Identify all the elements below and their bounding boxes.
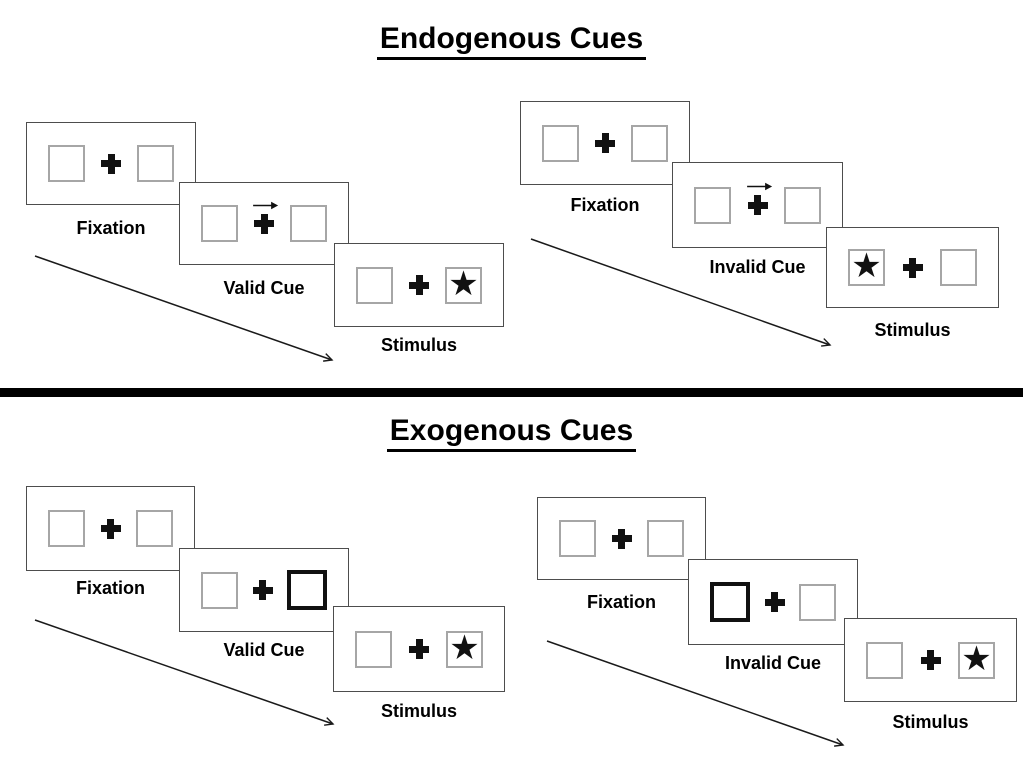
fixation-cross-icon <box>254 213 274 234</box>
stimulus-label: Stimulus <box>380 335 457 355</box>
placeholder-box-right <box>137 145 174 182</box>
endogenous-invalid-cue-panel <box>672 162 843 248</box>
placeholder-box-right <box>799 583 836 621</box>
panel-center <box>253 201 279 234</box>
placeholder-box-left <box>559 520 596 557</box>
placeholder-box-left <box>866 641 903 679</box>
fixation-cross-icon <box>252 580 273 600</box>
fixation-cross-icon <box>595 133 615 153</box>
panel-center <box>764 592 785 612</box>
endogenous-invalid-timeline-arrow <box>530 238 832 347</box>
placeholder-box-right <box>647 520 684 557</box>
cue-highlight-box-left <box>710 582 750 622</box>
placeholder-box-right <box>631 124 668 162</box>
fixation-cross-icon <box>100 518 121 539</box>
fixation-label: Fixation <box>76 218 146 238</box>
cue-right-arrow-icon <box>746 182 772 191</box>
fixation-cross-icon <box>764 592 785 612</box>
panel-center <box>595 133 615 153</box>
fixation-label: Fixation <box>570 195 640 215</box>
placeholder-box-left <box>694 186 731 224</box>
exogenous-invalid-cue-panel <box>688 559 858 645</box>
endogenous-valid-timeline-arrow <box>34 255 334 362</box>
endogenous-valid-stimulus-panel: ★ <box>334 243 504 327</box>
exogenous-valid-timeline-arrow <box>34 619 335 726</box>
target-box-right: ★ <box>445 263 482 304</box>
placeholder-box-right <box>784 186 821 224</box>
exogenous-valid-fixation-panel <box>26 486 195 571</box>
endogenous-title-text: Endogenous Cues <box>376 22 647 60</box>
fixation-cross-icon <box>101 153 121 174</box>
invalid-cue-label: Invalid Cue <box>724 653 822 673</box>
invalid-cue-label: Invalid Cue <box>709 257 806 277</box>
fixation-cross-icon <box>747 195 768 215</box>
endogenous-valid-fixation-panel <box>26 122 196 205</box>
stimulus-label: Stimulus <box>892 712 969 732</box>
panel-center <box>101 153 121 174</box>
stimulus-label: Stimulus <box>380 701 457 721</box>
fixation-label: Fixation <box>586 592 656 612</box>
exogenous-valid-stimulus-panel: ★ <box>333 606 505 692</box>
star-icon: ★ <box>448 263 479 304</box>
endogenous-valid-cue-panel <box>179 182 349 265</box>
panel-center <box>746 182 772 215</box>
exogenous-invalid-fixation-panel <box>537 497 706 580</box>
placeholder-box-right <box>940 249 977 286</box>
cue-highlight-box-right <box>287 570 327 610</box>
exogenous-valid-cue-panel <box>179 548 349 632</box>
fixation-cross-icon <box>611 528 632 549</box>
panel-center <box>409 275 429 295</box>
fixation-cross-icon <box>409 639 429 659</box>
fixation-cross-icon <box>409 275 429 295</box>
placeholder-box-left <box>48 145 85 182</box>
fixation-cross-icon <box>902 257 923 278</box>
panel-center <box>252 580 273 600</box>
valid-cue-label: Valid Cue <box>223 640 305 660</box>
valid-cue-label: Valid Cue <box>223 278 305 298</box>
target-box-left: ★ <box>848 249 885 286</box>
fixation-cross-icon <box>920 650 941 670</box>
exogenous-section-title: Exogenous Cues <box>0 414 1023 452</box>
endogenous-invalid-fixation-panel <box>520 101 690 185</box>
placeholder-box-left <box>542 124 579 162</box>
placeholder-box-left <box>48 510 85 547</box>
target-box-right: ★ <box>958 638 995 679</box>
star-icon: ★ <box>961 638 992 679</box>
stimulus-label: Stimulus <box>874 320 951 340</box>
panel-center <box>409 639 429 659</box>
placeholder-box-left <box>355 630 392 668</box>
panel-center <box>902 257 923 278</box>
placeholder-box-left <box>356 266 393 304</box>
placeholder-box-right <box>290 205 327 242</box>
star-icon: ★ <box>851 246 882 286</box>
target-box-right: ★ <box>446 627 483 668</box>
exogenous-invalid-stimulus-panel: ★ <box>844 618 1017 702</box>
placeholder-box-left <box>201 205 238 242</box>
section-divider-line <box>0 388 1023 397</box>
cue-right-arrow-icon <box>253 201 279 209</box>
panel-center <box>920 650 941 670</box>
exogenous-title-text: Exogenous Cues <box>386 414 637 452</box>
placeholder-box-right <box>136 510 173 547</box>
star-icon: ★ <box>449 627 480 668</box>
placeholder-box-left <box>201 571 238 609</box>
panel-center <box>100 518 121 539</box>
endogenous-invalid-stimulus-panel: ★ <box>826 227 999 308</box>
panel-center <box>611 528 632 549</box>
endogenous-section-title: Endogenous Cues <box>0 22 1023 60</box>
fixation-label: Fixation <box>75 578 145 598</box>
